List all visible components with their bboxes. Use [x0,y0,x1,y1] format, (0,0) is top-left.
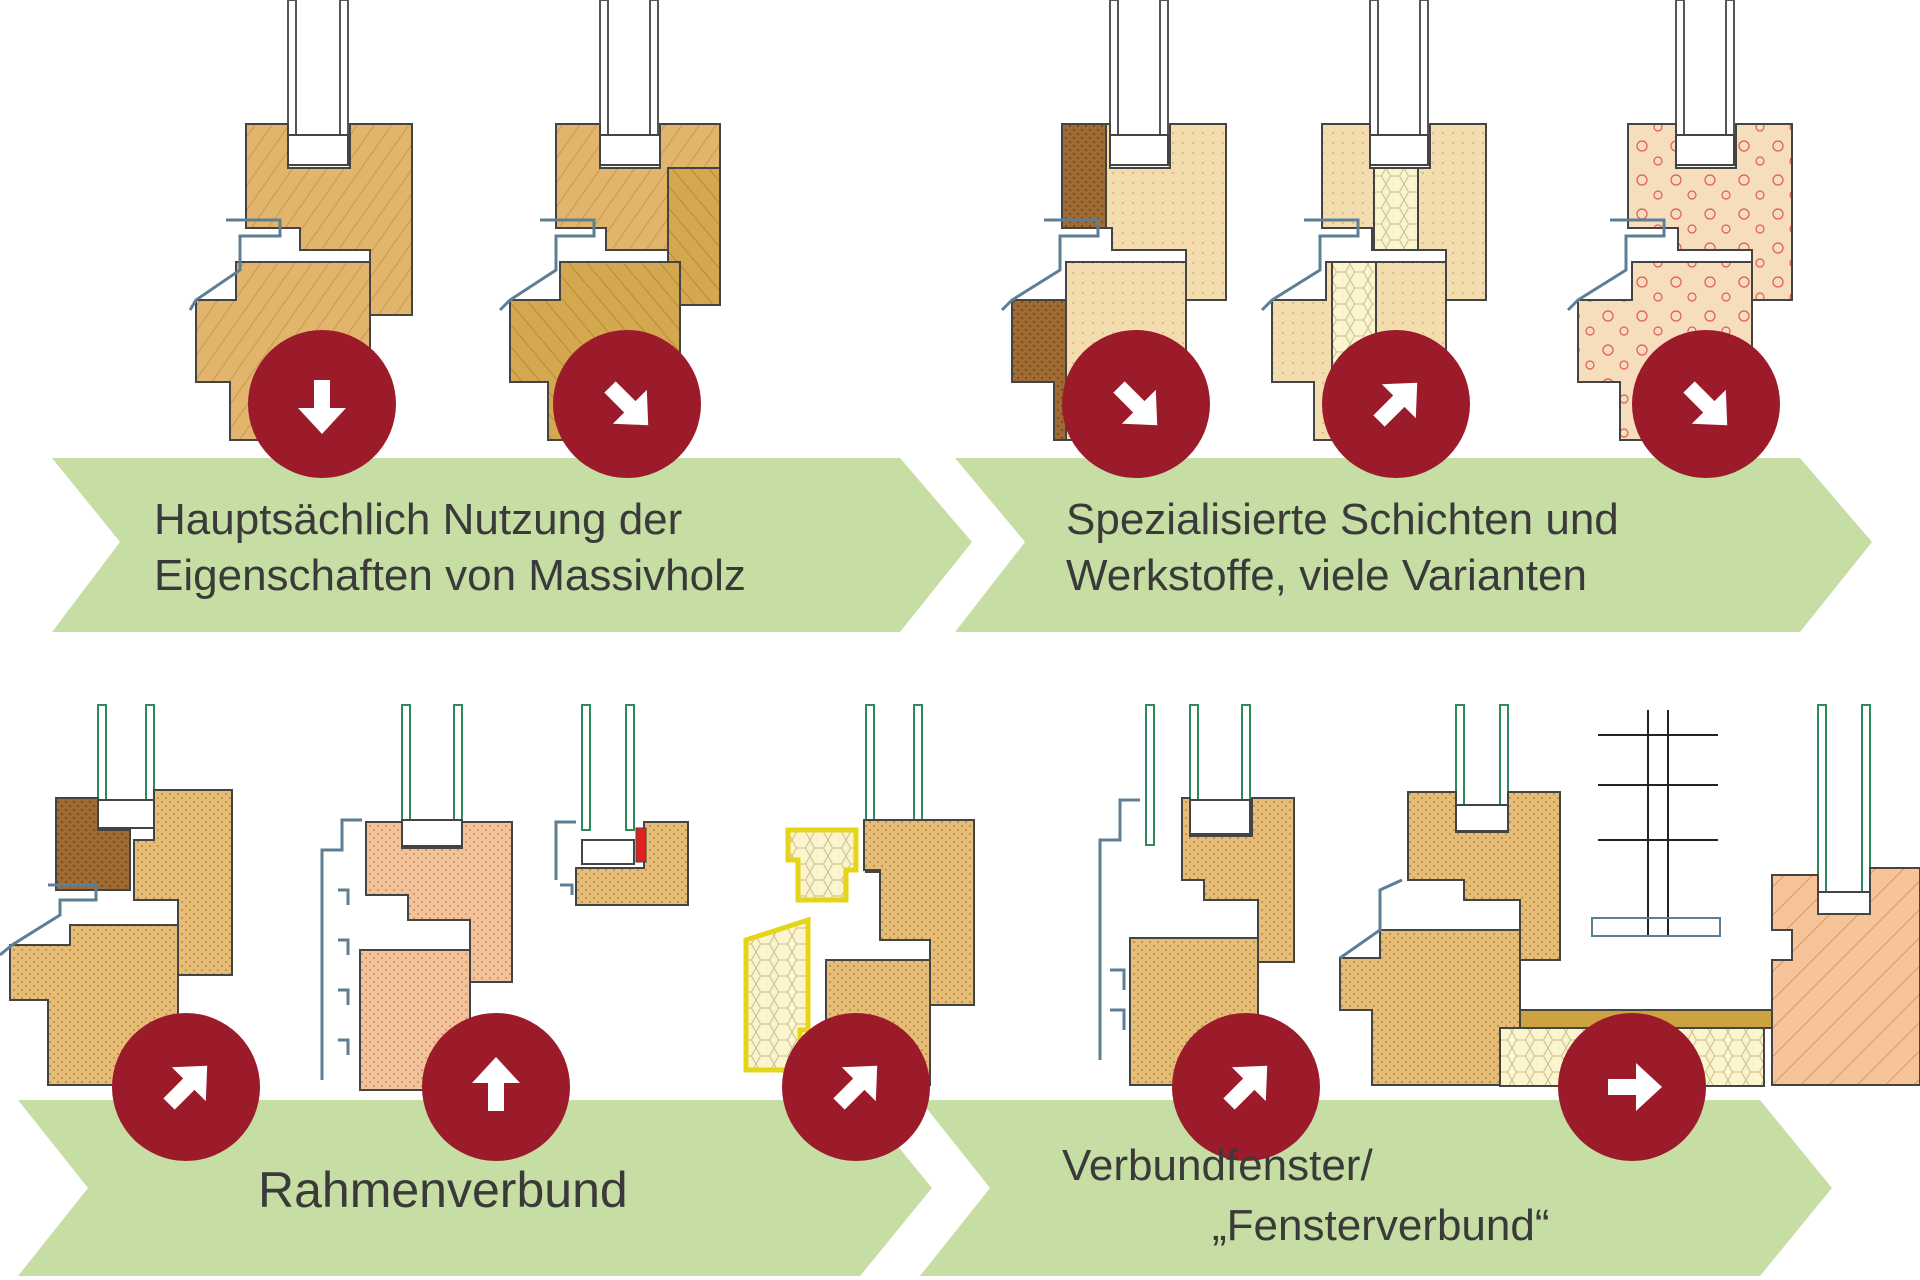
badge-down-right-3 [1062,330,1210,478]
banner-top-left [52,458,972,632]
badge-up-right-6 [112,1013,260,1161]
badge-down-1 [248,330,396,478]
caption-frame-composite: Rahmenverbund [258,1162,628,1218]
badge-up-right-9 [1172,1013,1320,1161]
section-composite-window-3 [1771,704,1920,1086]
section-frame-composite-1 [0,704,233,1086]
arrow-up-right-icon [1373,382,1418,427]
badge-right-10 [1558,1013,1706,1161]
arrow-down-icon [298,380,346,434]
badge-up-right-4 [1322,330,1470,478]
caption-composite-window-line2: „Fensterverbund“ [1212,1201,1550,1250]
caption-specialized-layers: Spezialisierte Schichten und Werkstoffe,… [1066,492,1619,604]
arrow-down-right-icon [604,381,649,426]
grid-icon [1591,710,1721,937]
arrow-up-right-icon [163,1065,208,1110]
arrow-down-right-icon [1113,381,1158,426]
section-composite-window-2 [1339,704,1791,1087]
caption-specialized-layers-line1: Spezialisierte Schichten und [1066,495,1619,544]
caption-specialized-layers-line2: Werkstoffe, viele Varianten [1066,551,1587,600]
section-frame-composite-3 [554,704,689,906]
caption-solid-wood: Hauptsächlich Nutzung der Eigenschaften … [154,492,746,604]
badge-down-right-5 [1632,330,1780,478]
arrow-up-right-icon [1223,1065,1268,1110]
caption-solid-wood-line1: Hauptsächlich Nutzung der [154,495,683,544]
arrow-right-icon [1608,1063,1662,1111]
badge-up-right-8 [782,1013,930,1161]
banner-bottom-left [18,1100,932,1276]
badge-down-right-2 [553,330,701,478]
caption-composite-window-line1: Verbundfenster/ [1062,1141,1373,1190]
caption-solid-wood-line2: Eigenschaften von Massivholz [154,551,746,600]
badge-up-7 [422,1013,570,1161]
arrow-up-right-icon [833,1065,878,1110]
banner-top-right [955,458,1872,632]
arrow-down-right-icon [1683,381,1728,426]
arrow-up-icon [472,1057,520,1111]
